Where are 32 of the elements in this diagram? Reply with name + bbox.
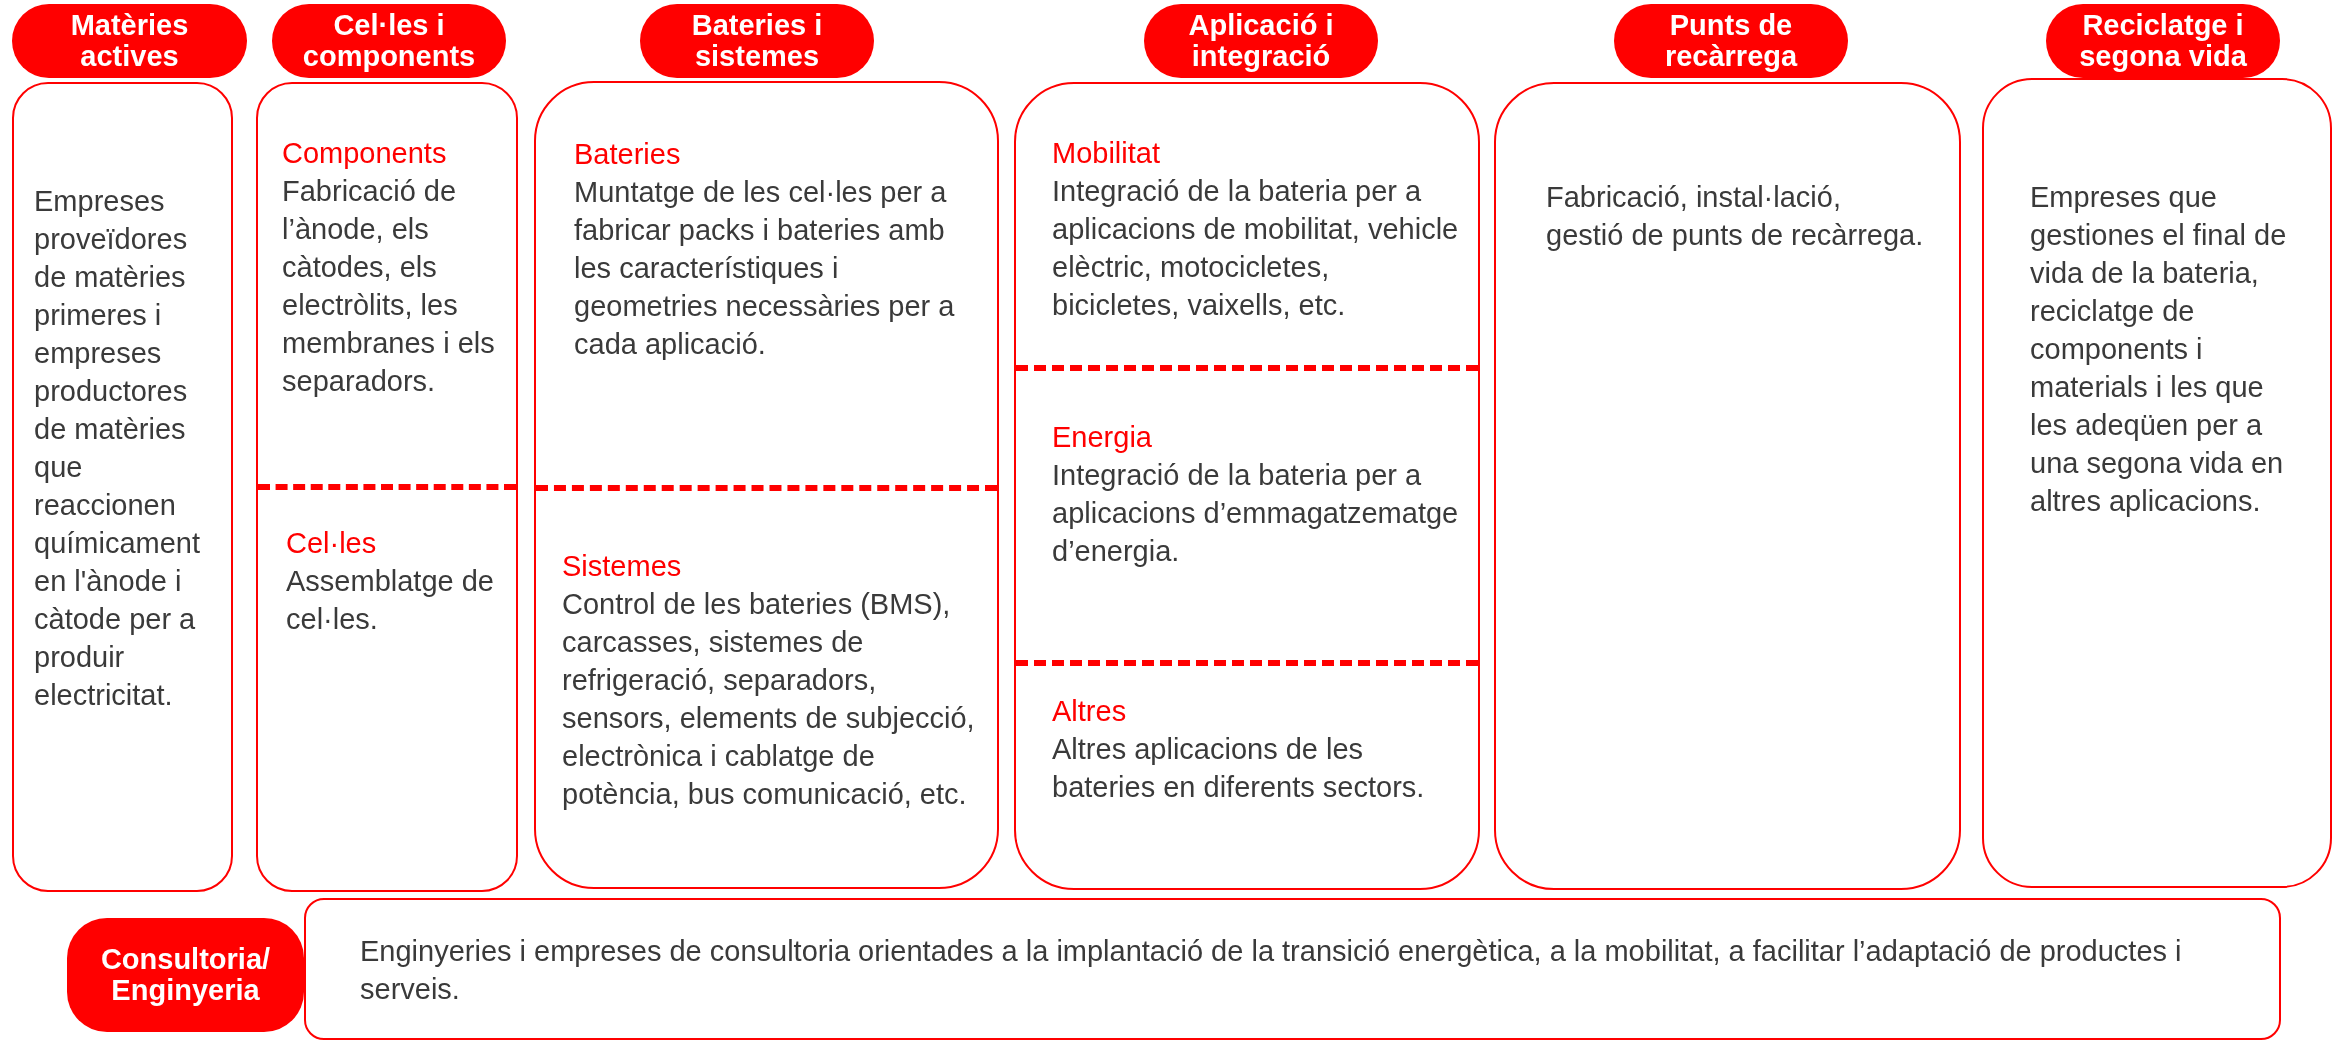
category-pill: Punts de recàrrega <box>1614 4 1848 78</box>
description-text: Altres aplicacions de les bateries en diferents sectors. <box>1052 732 1426 805</box>
category-pill: Consultoria/ Enginyeria <box>67 918 304 1032</box>
section-heading: Energia <box>1052 420 1153 455</box>
description-text: Empreses proveïdores de matèries primeres i empreses productores de matèries que reaccionen químicament en l'ànode i càtode per a produir electricitat. <box>34 184 201 713</box>
category-panel <box>256 82 518 892</box>
category-panel <box>534 81 999 889</box>
section-heading: Components <box>282 136 448 171</box>
category-pill: Bateries i sistemes <box>640 4 874 78</box>
section-heading: Sistemes <box>562 549 683 584</box>
description-text: Enginyeries i empreses de consultoria orientades a la implantació de la transició energètica, a la mobilitat, a facilitar l’adaptació de productes i serveis. <box>360 934 2183 1007</box>
description-text: Fabricació de l’ànode, els càtodes, els electròlits, les membranes i els separadors. <box>282 174 496 399</box>
category-panel <box>304 898 2281 1040</box>
description-text: Empreses que gestiones el final de vida de la bateria, reciclatge de components i materials i les que les adeqüen per a una segona vida en altres aplicacions. <box>2030 180 2288 519</box>
section-heading: Cel·les <box>286 526 378 561</box>
section-heading: Bateries <box>574 137 682 172</box>
category-pill: Cel·les i components <box>272 4 506 78</box>
category-panel <box>12 82 233 892</box>
description-text: Control de les bateries (BMS), carcasses, sistemes de refrigeració, separadors, sensors, elements de subjecció, electrònica i cablatge de potència, bus comunicació, etc. <box>562 587 976 812</box>
description-text: Integració de la bateria per a aplicacions de mobilitat, vehicle elèctric, motocicletes, bicicletes, vaixells, etc. <box>1052 174 1460 323</box>
description-text: Integració de la bateria per a aplicacions d’emmagatzematge d’energia. <box>1052 458 1460 569</box>
category-panel <box>1982 78 2332 888</box>
category-pill: Matèries actives <box>12 4 247 78</box>
description-text: Muntatge de les cel·les per a fabricar packs i bateries amb les característiques i geometries necessàries per a cada aplicació. <box>574 175 956 362</box>
description-text: Fabricació, instal·lació, gestió de punts de recàrrega. <box>1546 180 1925 253</box>
category-pill: Reciclatge i segona vida <box>2046 4 2280 78</box>
category-pill: Aplicació i integració <box>1144 4 1378 78</box>
section-heading: Mobilitat <box>1052 136 1161 171</box>
description-text: Assemblatge de cel·les. <box>286 564 495 637</box>
category-panel <box>1014 82 1480 890</box>
section-heading: Altres <box>1052 694 1128 729</box>
category-panel <box>1494 82 1961 890</box>
